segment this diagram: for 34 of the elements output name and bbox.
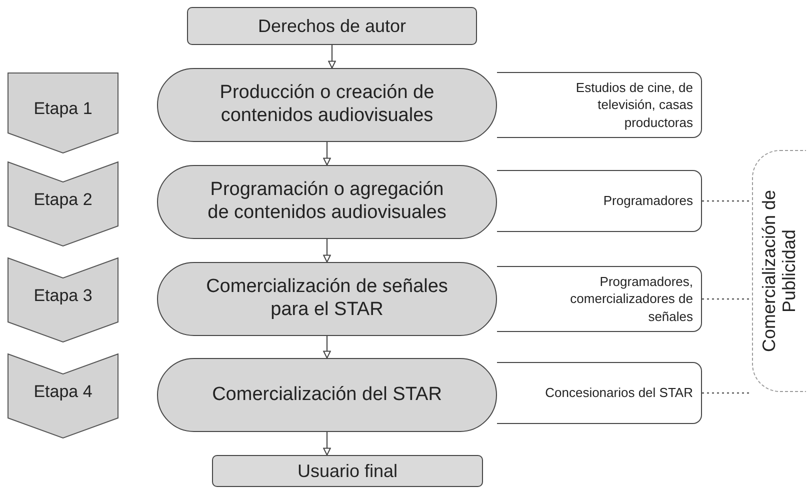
side-label: Comercialización de Publicidad <box>760 188 800 354</box>
node-label: Producción o creación de contenidos audiovisuales <box>218 82 436 128</box>
arrow <box>328 45 336 68</box>
dotted-connector <box>702 298 752 300</box>
node-label: Estudios de cine, de televisión, casas productoras <box>574 78 693 132</box>
dotted-connector <box>702 200 752 202</box>
bracket-frame <box>752 150 806 392</box>
stage-banner <box>8 162 118 246</box>
actor-box <box>497 266 702 332</box>
node-label: Concesionarios del STAR <box>545 384 693 402</box>
arrow <box>323 432 331 456</box>
node-label: Comercialización de señales para el STAR <box>205 276 449 322</box>
actor-box <box>497 170 702 232</box>
node-label: Programadores, comercializadores de señales <box>569 272 693 326</box>
process-box <box>212 455 483 487</box>
stage-label: Etapa 1 <box>34 99 92 119</box>
node-label: Usuario final <box>297 460 398 482</box>
dotted-connector <box>702 392 752 394</box>
process-box <box>187 7 477 45</box>
stage-label: Etapa 2 <box>34 190 92 210</box>
stage-label: Etapa 3 <box>34 286 92 306</box>
stage-banner <box>8 73 118 153</box>
arrow <box>323 142 331 166</box>
node-label: Programación o agregación de contenidos audiovisuales <box>206 179 448 225</box>
node-label: Programadores <box>603 192 693 210</box>
node-label: Derechos de autor <box>258 16 406 36</box>
stage-label: Etapa 4 <box>34 382 92 402</box>
actor-box <box>497 362 702 424</box>
stage-banner <box>8 354 118 438</box>
stage-banner <box>8 258 118 342</box>
actor-box <box>497 72 702 138</box>
node-label: Comercialización del STAR <box>212 384 442 406</box>
arrow <box>323 239 331 262</box>
arrow <box>323 336 331 358</box>
